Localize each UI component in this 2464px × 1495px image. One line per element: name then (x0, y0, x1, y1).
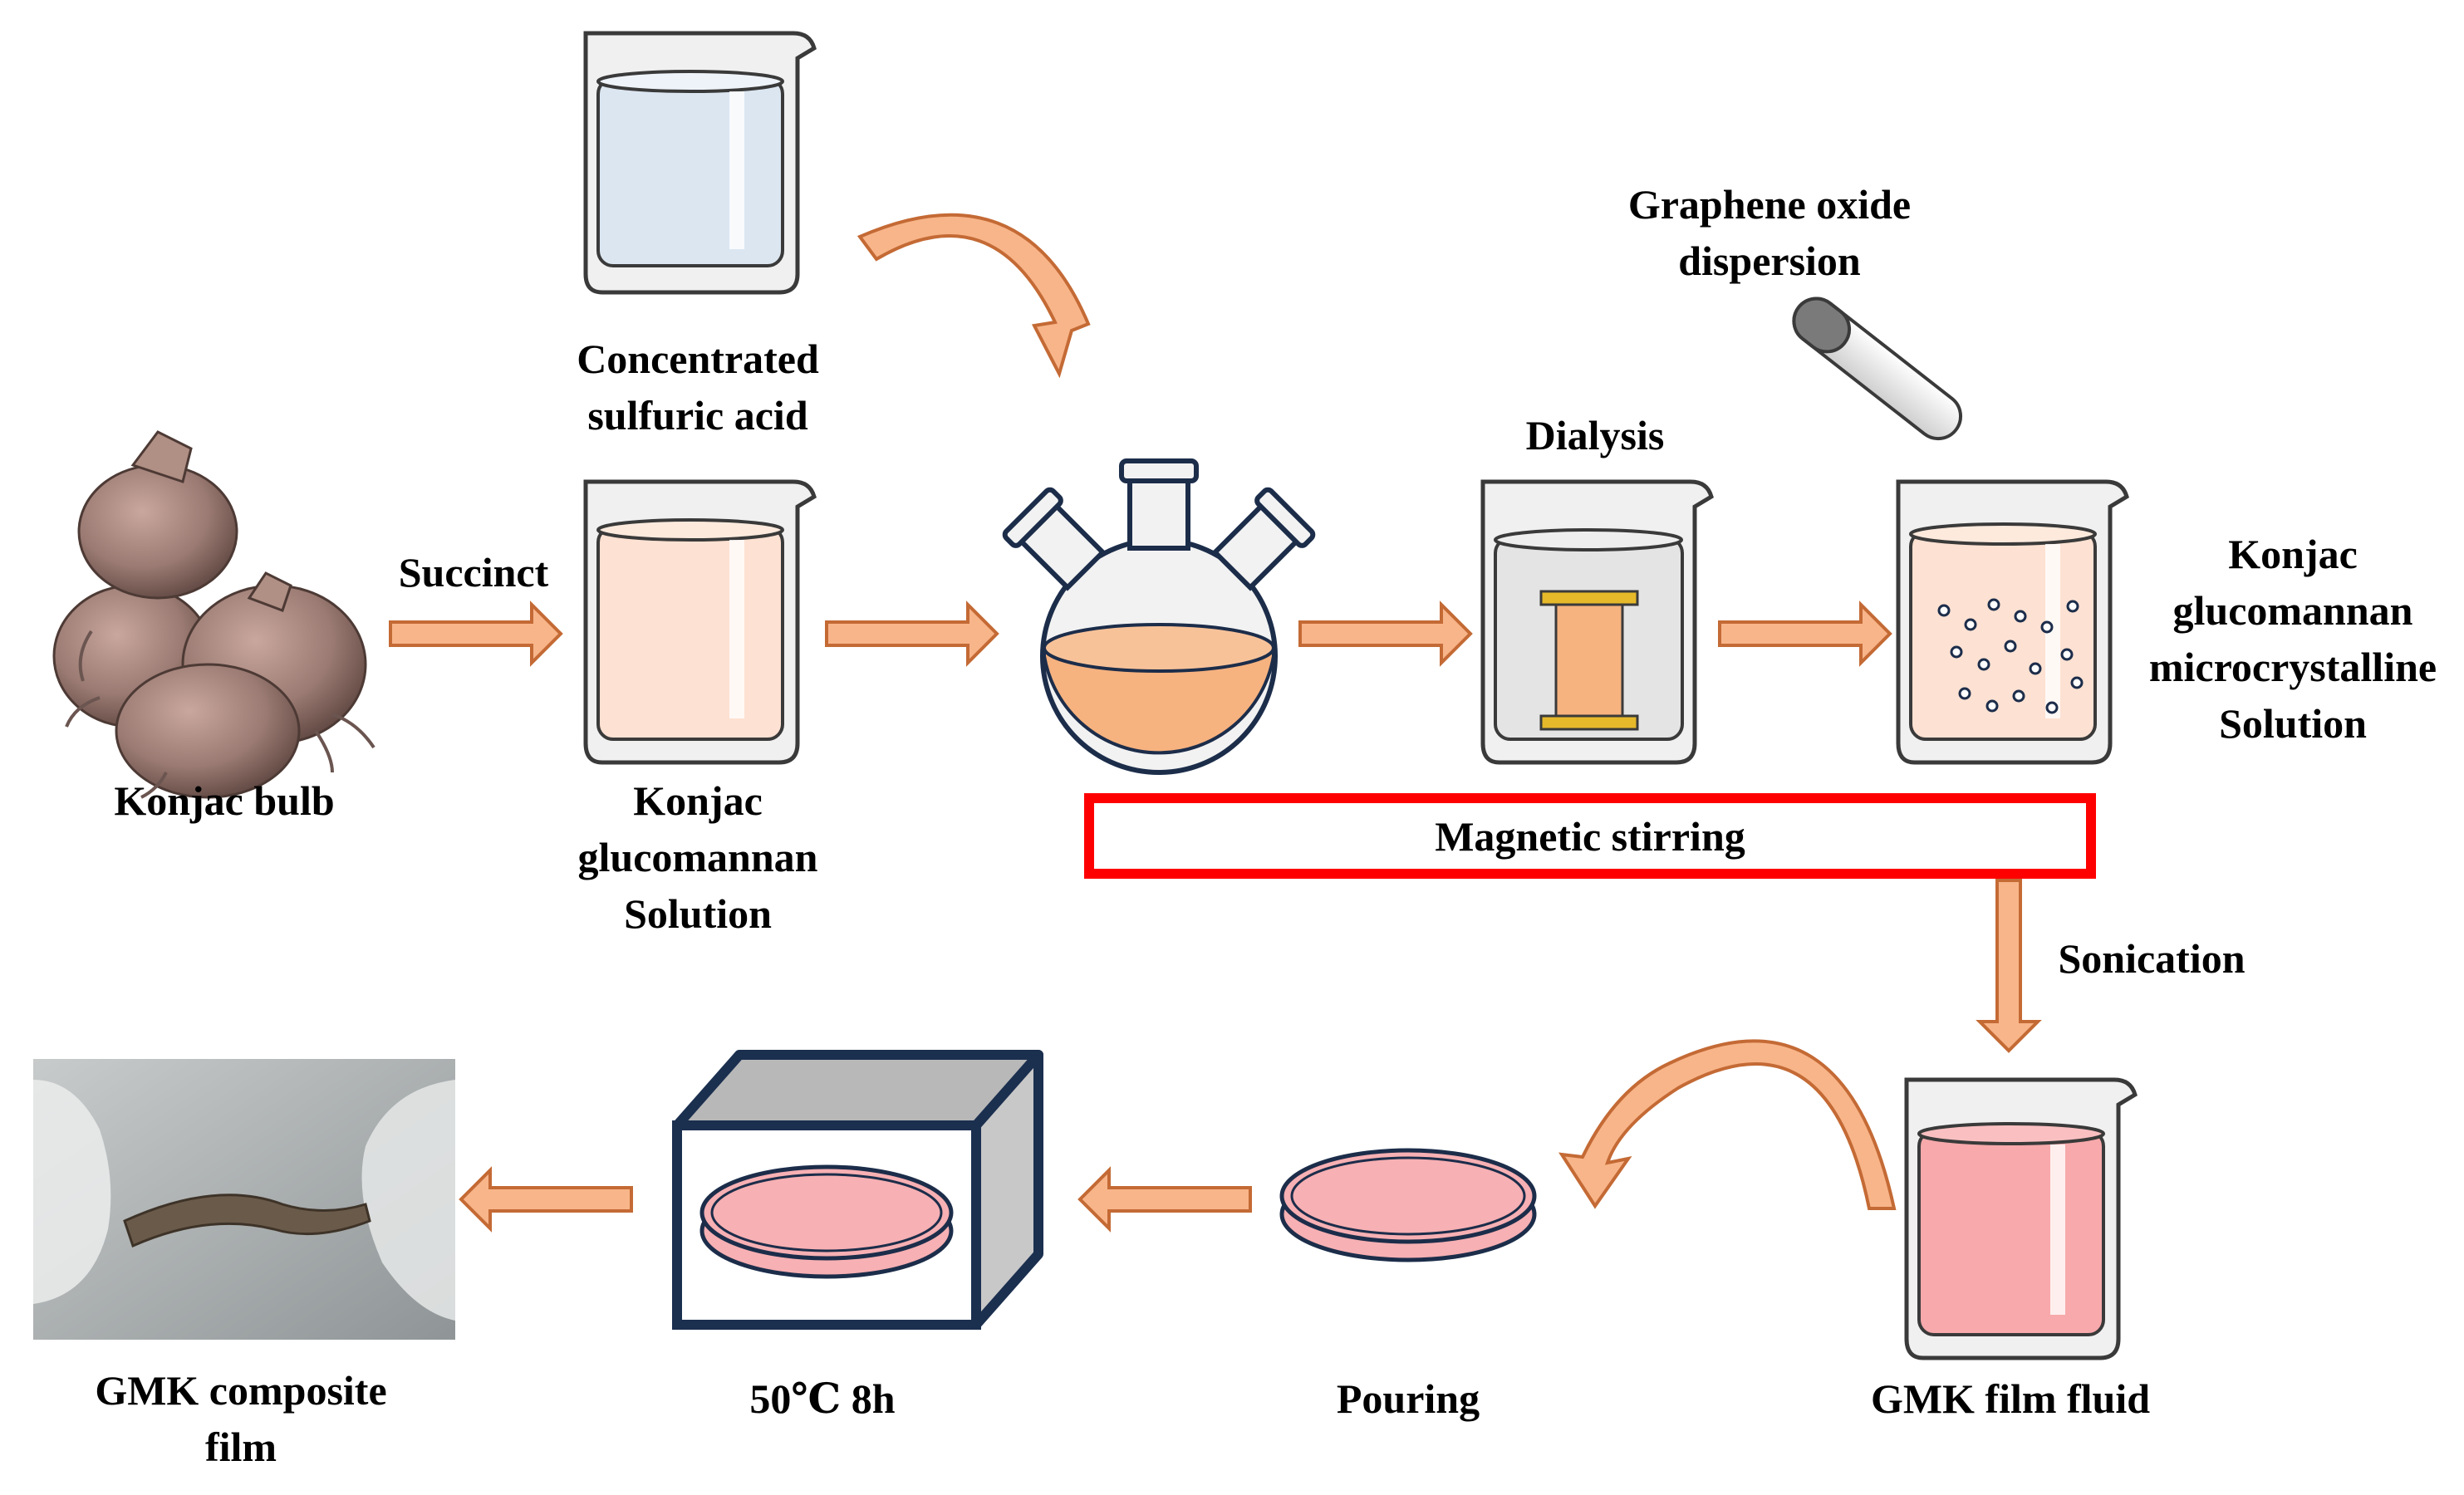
label-kgm-micro-line2: glucomannan (2172, 587, 2413, 634)
curved-arrow-pour (1558, 1039, 1897, 1210)
arrow-to-film (459, 1166, 633, 1233)
curved-arrows (857, 213, 1897, 1210)
gmk-film-fluid-beaker (1904, 1077, 2138, 1360)
label-drying-condition: 50℃ 8h (749, 1375, 896, 1422)
label-conc-acid-line1: Concentrated (577, 336, 819, 382)
label-gmk-film-fluid: GMK film fluid (1870, 1375, 2151, 1422)
oven-box (672, 1050, 1043, 1330)
arrows (389, 600, 2042, 1233)
magnetic-stirring-box: Magnetic stirring (1084, 793, 2096, 879)
acid-beaker (583, 31, 817, 295)
label-conc-acid-line2: sulfuric acid (587, 392, 808, 439)
label-gmk-film-line2: film (204, 1424, 277, 1470)
arrow-sonication (1976, 879, 2042, 1053)
label-dialysis: Dialysis (1525, 412, 1665, 458)
label-kgm-micro-line1: Konjac (2228, 531, 2358, 577)
label-magnetic-stirring: Magnetic stirring (1435, 812, 1745, 860)
label-pouring: Pouring (1336, 1375, 1480, 1422)
kgm-solution-beaker (583, 479, 817, 765)
pouring-petri-dish (1279, 1148, 1537, 1262)
dialysis-beaker (1480, 479, 1714, 765)
label-graphene-oxide-line1: Graphene oxide (1627, 181, 1912, 228)
label-kgm-solution-line3: Solution (624, 890, 772, 937)
gmk-film-photo (33, 1059, 455, 1340)
label-kgm-solution-line1: Konjac (633, 777, 763, 824)
arrow-to-micro (1718, 600, 1892, 667)
three-neck-flask (1002, 458, 1316, 775)
arrow-succinct (389, 600, 563, 667)
label-kgm-micro-line4: Solution (2219, 700, 2367, 747)
label-kgm-micro-line3: microcrystalline (2148, 644, 2437, 690)
label-graphene-oxide-line2: dispersion (1678, 238, 1861, 284)
arrow-to-oven (1077, 1166, 1252, 1233)
arrow-to-flask (825, 600, 999, 667)
curved-arrow-acid (857, 213, 1091, 379)
kgm-microcrystalline-beaker (1896, 479, 2129, 765)
label-sonication: Sonication (2058, 935, 2246, 982)
graphene-oxide-tube (1792, 297, 1963, 441)
label-gmk-film-line1: GMK composite (95, 1367, 387, 1414)
label-konjac-bulb: Konjac bulb (114, 777, 335, 824)
konjac-bulb-image (52, 430, 375, 799)
label-kgm-solution-line2: glucomannan (577, 834, 818, 880)
label-succinct: Succinct (398, 549, 549, 596)
arrow-to-dialysis (1298, 600, 1473, 667)
